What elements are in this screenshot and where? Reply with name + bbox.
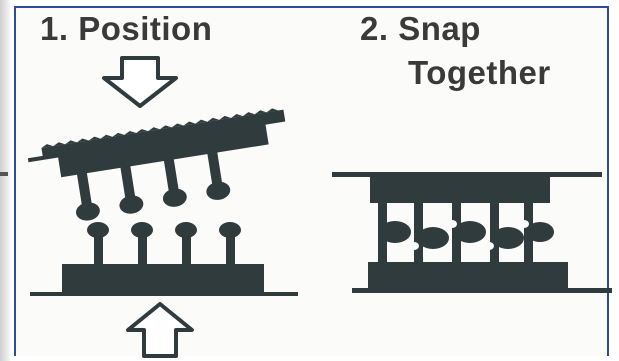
down-arrow-icon	[102, 56, 178, 108]
scan-edge	[0, 0, 10, 361]
step-1-label: 1. Position	[40, 10, 213, 47]
interlock-gaps	[409, 220, 529, 250]
lower-strip	[30, 222, 298, 296]
upper-strip-tilted	[27, 108, 286, 221]
step-2-label-line1: 2. Snap	[360, 10, 481, 47]
up-arrow-icon	[126, 302, 194, 358]
edge-mark	[0, 172, 8, 176]
snapped-assembly	[332, 172, 612, 293]
step-2-label-line2: Together	[408, 54, 551, 91]
